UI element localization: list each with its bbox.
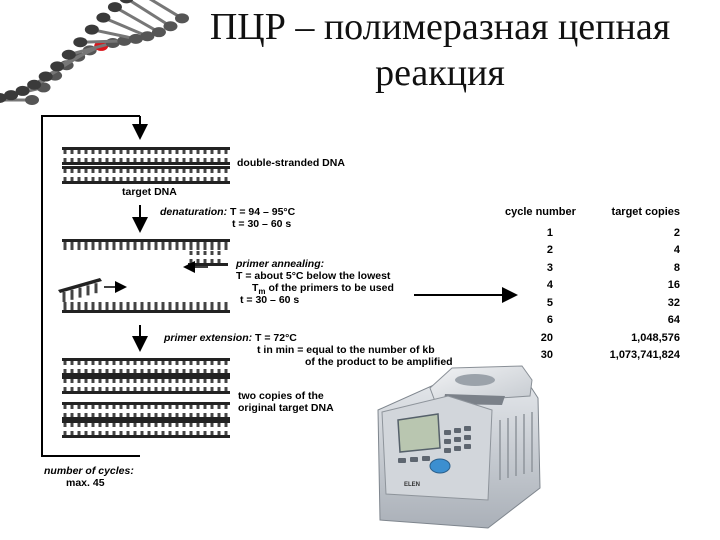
cell-cycle: 20 [540, 331, 553, 344]
table-row: 5 32 [505, 294, 680, 312]
header-cycle-number: cycle number [505, 206, 576, 218]
extension-temp: T = 72°C [255, 332, 297, 344]
annealing-line-2: Tm of the primers to be used [252, 282, 394, 298]
title-line-1: ПЦР – полимеразная цепная [209, 6, 671, 48]
cell-cycle: 30 [540, 349, 553, 362]
dna-ladder [62, 376, 230, 394]
cell-copies: 64 [667, 314, 680, 327]
cell-copies: 1,073,741,824 [609, 349, 680, 362]
denaturation-time: t = 30 – 60 s [232, 218, 292, 230]
cell-copies: 16 [667, 279, 680, 292]
cell-cycle: 3 [546, 261, 553, 274]
cycle-loop-line [41, 115, 148, 457]
extension-line-1: t in min = equal to the number of kb [257, 344, 435, 356]
primer-strand [58, 278, 102, 302]
cell-copies: 1,048,576 [631, 331, 680, 344]
table-row: 30 1,073,741,824 [505, 347, 680, 365]
dna-helix-icon [0, 0, 189, 105]
table-row: 6 64 [505, 312, 680, 330]
header-target-copies: target copies [611, 206, 680, 218]
denaturation-title: denaturation: [160, 206, 228, 218]
label-target-dna: target DNA [122, 186, 177, 198]
dna-ladder [188, 251, 228, 266]
dna-strands [58, 147, 230, 438]
label-extension: primer extension: T = 72°C [164, 332, 297, 344]
two-copies-line-2: original target DNA [238, 402, 334, 414]
cell-copies: 8 [673, 261, 680, 274]
cell-cycle: 6 [546, 314, 553, 327]
cell-cycle: 1 [546, 226, 553, 239]
dna-ladder [62, 166, 230, 184]
annealing-title: primer annealing: [236, 258, 325, 270]
cell-copies: 4 [673, 244, 680, 257]
device-brand: ELEN [404, 482, 420, 488]
table-header: cycle number target copies [505, 206, 680, 224]
label-denaturation: denaturation: T = 94 – 95°C [160, 206, 295, 218]
dna-ladder [62, 147, 230, 165]
extension-title: primer extension: [164, 332, 253, 344]
dna-single-strand [62, 302, 230, 313]
thermocycler-icon: ELEN [377, 365, 541, 529]
table-row: 20 1,048,576 [505, 329, 680, 347]
dna-single-strand [62, 239, 230, 250]
tm-text: of the primers to be used [265, 282, 394, 294]
denaturation-temp: T = 94 – 95°C [230, 206, 296, 218]
tm-symbol: T [252, 282, 259, 294]
cycles-label: number of cycles: [44, 465, 134, 477]
two-copies-line-1: two copies of the [238, 390, 324, 402]
title-line-2: реакция [375, 52, 505, 94]
tm-subscript: m [258, 287, 266, 297]
annealing-time: t = 30 – 60 s [240, 294, 300, 306]
dna-ladder [62, 402, 230, 420]
cell-copies: 2 [673, 226, 680, 239]
extension-line-2: of the product to be amplified [305, 356, 453, 368]
cell-copies: 32 [667, 296, 680, 309]
cycles-max: max. 45 [66, 477, 105, 489]
dna-ladder [62, 420, 230, 438]
cell-cycle: 2 [546, 244, 553, 257]
cell-cycle: 5 [546, 296, 553, 309]
annealing-line-1: T = about 5°C below the lowest [236, 270, 391, 282]
dna-ladder [62, 358, 230, 376]
label-double-stranded: double-stranded DNA [237, 157, 345, 169]
table-row: 4 16 [505, 277, 680, 295]
slide-title: ПЦР – полимеразная цепная реакция [160, 4, 720, 96]
cell-cycle: 4 [546, 279, 553, 292]
